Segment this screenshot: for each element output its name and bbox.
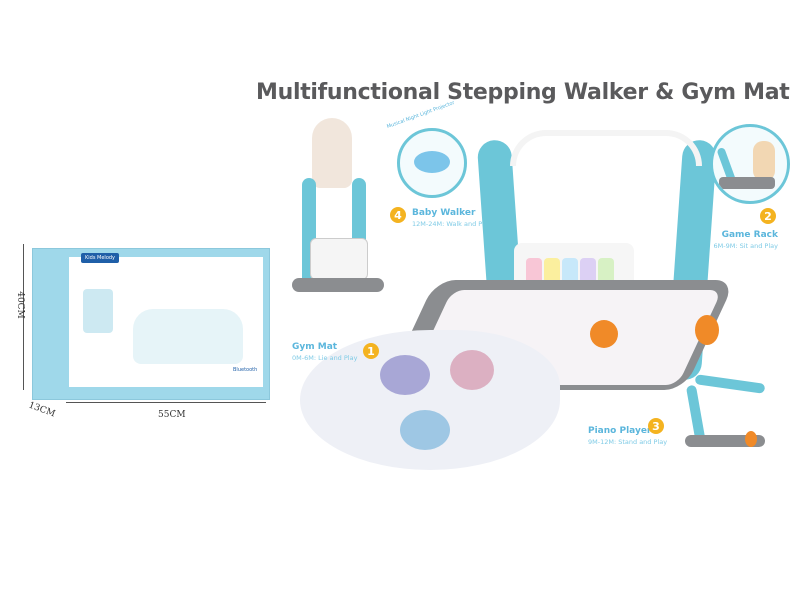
box-title: Multifunctional Stepping Walker & Gym Ma… <box>73 377 210 383</box>
piano-player-image <box>685 374 775 455</box>
product-box: Kids Melody Multifunctional Stepping Wal… <box>32 248 270 400</box>
badge-1: 1 <box>363 343 379 359</box>
dim-depth: 13CM <box>27 400 57 420</box>
game-rack-circle <box>710 124 790 204</box>
dim-width: 55CM <box>158 410 186 420</box>
label-baby-walker: Baby Walker 12M-24M: Walk and Play <box>412 208 492 228</box>
dim-height: 40CM <box>14 291 25 319</box>
label-gym-mat: Gym Mat 0M-6M: Lie and Play <box>292 342 358 362</box>
box-brand-badge: Kids Melody <box>81 253 120 263</box>
label-game-rack: Game Rack 6M-9M: Sit and Play <box>713 230 779 250</box>
gym-mat-image <box>300 120 736 480</box>
box-walker-image <box>83 289 113 333</box>
box-gym-image <box>133 309 243 364</box>
badge-2: 2 <box>760 208 776 224</box>
projector-circle <box>397 128 467 198</box>
baby-walker-image <box>292 118 384 298</box>
box-bluetooth: Bluetooth <box>233 367 258 373</box>
page-title: Multifunctional Stepping Walker & Gym Ma… <box>256 80 790 105</box>
label-piano-player: Piano Player 9M-12M: Stand and Play <box>588 426 668 446</box>
badge-3: 3 <box>648 418 664 434</box>
badge-4: 4 <box>390 207 406 223</box>
